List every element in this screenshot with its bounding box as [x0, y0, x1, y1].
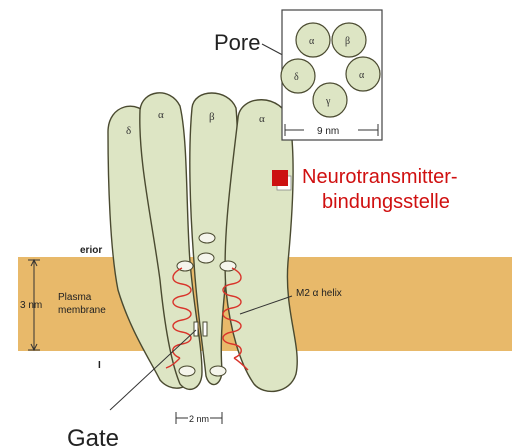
- side-subunit-label-1: δ: [126, 125, 131, 137]
- gate-width-label: 2 nm: [189, 414, 209, 424]
- neurotransmitter-label-line1: Neurotransmitter-: [302, 166, 458, 188]
- top-subunit-label-2: β: [345, 36, 350, 47]
- pore-width-label: 9 nm: [317, 126, 339, 137]
- gate-label: Gate: [67, 425, 119, 448]
- interior-label: I: [98, 360, 101, 371]
- pore-label: Pore: [214, 30, 260, 55]
- neurotransmitter-label-line2: bindungsstelle: [322, 191, 450, 213]
- top-subunit-label-5: δ: [294, 72, 299, 83]
- thickness-label: 3 nm: [20, 300, 42, 311]
- membrane-label-line2: membrane: [58, 305, 106, 316]
- membrane-label-line1: Plasma: [58, 292, 92, 303]
- binding-site-square: [272, 170, 288, 186]
- top-subunit-label-1: α: [309, 36, 315, 47]
- side-subunit-label-2: α: [158, 109, 164, 121]
- exterior-label: erior: [80, 245, 102, 256]
- m2-helix-label: M2 α helix: [296, 288, 342, 299]
- top-subunit-label-4: γ: [325, 96, 331, 107]
- top-subunit-label-3: α: [359, 70, 365, 81]
- side-subunit-label-3: β: [209, 111, 215, 123]
- side-subunit-label-4: α: [259, 113, 265, 125]
